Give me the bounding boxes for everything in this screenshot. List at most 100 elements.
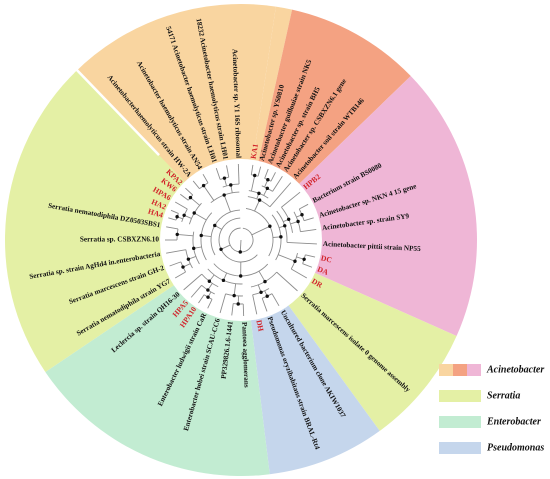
clade-stem [223, 194, 231, 213]
legend-label: Serratia [487, 390, 520, 401]
legend-label: Enterobacter [486, 416, 541, 427]
leaf-branch [169, 261, 182, 267]
genus-legend: AcinetobacterSerratiaEnterobacterPseudom… [439, 364, 544, 454]
legend-swatch [439, 442, 481, 454]
support-node [279, 235, 283, 239]
leaf-branch [190, 284, 202, 298]
tree-nodes [175, 173, 306, 306]
support-node [229, 183, 233, 187]
support-node [265, 186, 270, 191]
isolate-label: DH [254, 319, 265, 332]
support-node [266, 178, 270, 182]
support-node [221, 278, 226, 283]
support-node [236, 302, 240, 306]
support-node [219, 247, 223, 251]
leaf-branch [300, 228, 317, 233]
leaf-branch [185, 187, 194, 196]
clade-stem [194, 212, 207, 221]
support-node [300, 213, 304, 217]
leaf-branch [174, 201, 188, 210]
support-node [222, 193, 226, 197]
support-node [238, 250, 242, 254]
support-node [268, 224, 272, 228]
clade-stem [203, 185, 215, 201]
leaf-branch [281, 191, 301, 208]
support-node [253, 173, 257, 178]
support-node [263, 279, 267, 284]
leaf-branch [286, 241, 317, 245]
isolate-label: DA [316, 264, 330, 277]
support-node [201, 183, 206, 188]
support-node [175, 232, 179, 237]
support-node [181, 265, 185, 269]
support-node [206, 295, 210, 299]
support-node [175, 215, 179, 219]
legend-swatch [439, 390, 481, 402]
legend-swatch [439, 364, 453, 376]
clade-stem [258, 270, 266, 282]
clade-stem [190, 197, 200, 206]
support-node [238, 274, 243, 278]
legend-label: Acinetobacter [486, 364, 544, 375]
support-node [192, 211, 196, 215]
leaf-branch [170, 209, 179, 214]
support-node [213, 223, 217, 228]
support-node [188, 195, 193, 200]
clade-separator [74, 67, 160, 156]
leaf-branch [174, 271, 186, 279]
leaf-branch [183, 273, 203, 291]
leaf-branch [250, 164, 254, 175]
leaf-branch [252, 294, 258, 315]
leaf-branch [261, 298, 268, 312]
leaf-branch [166, 249, 186, 254]
clade-stem [251, 225, 271, 236]
leaf-branch [215, 167, 221, 180]
clade-stem [233, 283, 237, 296]
legend-swatch [439, 416, 481, 428]
leaf-branch [264, 168, 269, 179]
support-node [192, 246, 196, 251]
clade-stem [278, 254, 296, 262]
leaf-branch [166, 226, 179, 230]
support-node [207, 279, 212, 283]
sector-acinetobacter-pink [241, 76, 478, 336]
reference-strain-label: Acinetobacter sp. Y1 16S ribosomal [231, 49, 243, 158]
leaf-branch [231, 303, 234, 316]
support-node [286, 217, 291, 221]
leaf-branch [271, 293, 280, 307]
isolate-label: DC [320, 253, 333, 264]
support-node [302, 257, 306, 261]
clade-stem [239, 239, 242, 253]
leaf-branch [291, 268, 308, 279]
leaf-branch [168, 217, 177, 221]
sector-serratia-left [5, 70, 242, 372]
leaf-branch [180, 193, 189, 201]
clade-stem [177, 233, 194, 237]
support-node [232, 293, 236, 298]
support-node [257, 198, 262, 202]
isolate-label: HA4 [147, 207, 164, 220]
leaf-branch [192, 180, 200, 189]
leaf-branch [276, 271, 298, 292]
leaf-branch [269, 182, 292, 208]
leaf-branch [303, 217, 314, 222]
support-node [199, 233, 203, 238]
legend-label: Pseudomonas [487, 442, 544, 453]
reference-strain-label: Pantoea agglomerans [240, 322, 250, 388]
leaf-branch [270, 172, 276, 182]
leaf-branch [257, 166, 262, 177]
reference-strain-label: Serratia sp. CSBXZN6.10 [80, 236, 159, 244]
support-node [283, 224, 287, 228]
support-node [293, 259, 297, 263]
leaf-branch [272, 176, 283, 192]
leaf-branch [299, 203, 309, 210]
legend-swatch [453, 364, 467, 376]
legend-swatch [467, 364, 481, 376]
clade-stem [254, 199, 261, 212]
leaf-branch [226, 165, 230, 178]
leaf-branch [305, 254, 316, 258]
support-node [265, 294, 269, 298]
isolate-label: KA1 [249, 143, 260, 160]
clade-stem [250, 175, 256, 192]
